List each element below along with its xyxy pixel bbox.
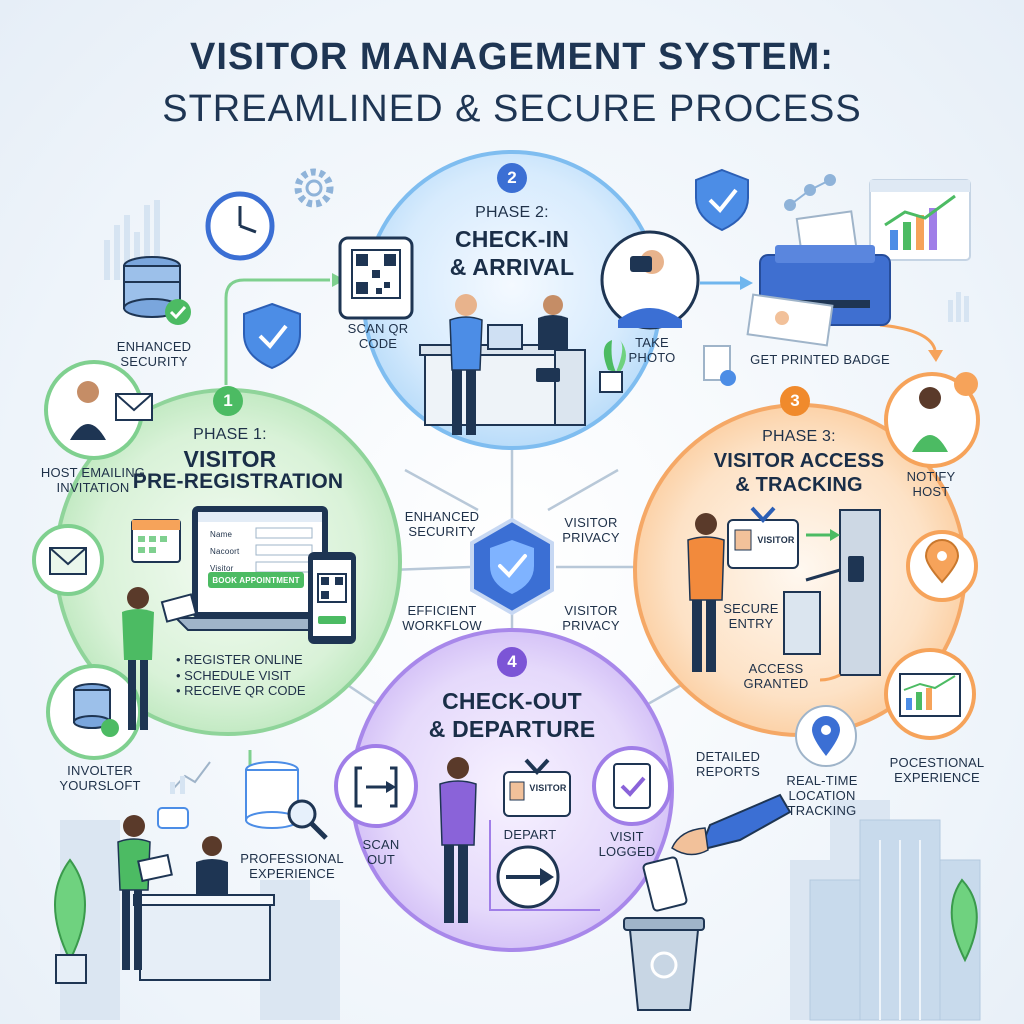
database-icon (123, 256, 191, 325)
label-realtime-location: Real-time location tracking (786, 773, 858, 818)
network-icon (784, 174, 836, 211)
phase-1-name-line1: Visitor (183, 446, 277, 472)
step-scan-out: Scan out (362, 837, 400, 867)
scan-out-icon (334, 744, 418, 828)
camera-icon (600, 230, 700, 330)
phase-2-number: 2 (497, 163, 527, 193)
label-detailed-reports: Detailed reports (695, 749, 761, 779)
visitor-man-phase4 (439, 757, 477, 923)
recycle-bin-icon (623, 917, 705, 1011)
bullet-schedule-visit: Schedule visit (176, 668, 306, 684)
label-notify-host: Notify host (906, 469, 956, 499)
phase-1-number: 1 (213, 386, 243, 416)
host-avatar-email (44, 360, 153, 460)
shield-icon (243, 302, 301, 370)
shield-icon-top (695, 168, 749, 232)
clock-icon (205, 191, 275, 261)
step-visit-logged: Visit logged (598, 829, 656, 859)
form-field-3-label: Visitor (210, 564, 234, 573)
step-scan-qr: Scan QR code (347, 321, 409, 351)
center-label-visitor-privacy-top: Visitor privacy (562, 515, 620, 545)
book-appointment-button[interactable]: Book Appointment (212, 576, 300, 585)
page-subtitle: Streamlined & Secure Process (162, 88, 862, 130)
map-pin-icon (906, 530, 978, 602)
phase-2-name-line1: Check-In (454, 226, 570, 252)
label-enhanced-security: Enhanced security (116, 339, 192, 369)
label-professional-experience: Professional experience (240, 851, 344, 881)
phase-1-label: Phase 1: (193, 426, 267, 443)
checklist-icon (592, 746, 672, 826)
phase-3-label: Phase 3: (762, 428, 836, 445)
database-search-icon (245, 761, 328, 840)
center-label-efficient-workflow: Efficient workflow (402, 603, 482, 633)
phase-3-name-line2: & Tracking (735, 474, 863, 496)
phase-4-badge-text: Visitor (529, 783, 567, 793)
phase-1-name-line2: Pre-Registration (132, 470, 344, 493)
bullet-receive-qr: Receive QR code (176, 683, 305, 699)
plant-icon (54, 858, 978, 984)
database-check-icon (46, 664, 142, 760)
label-get-printed-badge: Get printed badge (750, 352, 890, 367)
dashboard-icon (884, 648, 976, 740)
step-access-granted: Access granted (743, 661, 809, 691)
step-take-photo: Take photo (628, 335, 676, 365)
laptop-icon (173, 506, 347, 631)
qr-code-icon (338, 236, 414, 320)
label-involter: Involter yoursloft (59, 763, 141, 793)
phase-2-label: Phase 2: (475, 204, 549, 221)
trend-chart-icon (170, 761, 211, 794)
phase-3-name-line1: Visitor Access (713, 450, 885, 472)
phase-4-number: 4 (497, 647, 527, 677)
reception-desk (419, 294, 626, 435)
phase-3-number: 3 (780, 386, 810, 416)
exit-arrow-icon (489, 820, 600, 911)
form-field-2-label: Nacoort (210, 547, 240, 556)
center-shield-icon (470, 517, 554, 616)
visitor-man-phase3 (687, 513, 725, 672)
page-title: Visitor Management System: (190, 36, 834, 78)
form-field-name-label: Name (210, 530, 233, 539)
notify-host-avatar (884, 372, 980, 468)
visitor-woman-tablet (122, 587, 198, 730)
label-pocestional-experience: Pocestional experience (889, 755, 985, 785)
step-secure-entry: Secure entry (723, 601, 779, 631)
reception-scene (117, 807, 275, 981)
center-label-visitor-privacy-bottom: Visitor privacy (562, 603, 620, 633)
phase-1-bullet-list: Register online Schedule visit Receive Q… (176, 652, 306, 699)
document-check-icon (703, 345, 736, 386)
phase-4-name-line2: & Departure (428, 716, 596, 742)
label-host-emailing: Host emailing invitation (40, 465, 146, 495)
gear-icon (294, 168, 334, 208)
visitor-badge-phase4 (503, 758, 571, 817)
envelope-icon (32, 524, 104, 596)
badge-icon (727, 506, 799, 569)
bullet-register-online: Register online (176, 652, 306, 668)
printer-icon (746, 210, 891, 347)
step-depart: Depart (503, 827, 557, 842)
calendar-icon (131, 519, 181, 563)
location-pin-icon (795, 705, 857, 767)
phone-icon (308, 552, 356, 644)
hand-badge (642, 793, 792, 912)
phase-3-badge-text: Visitor (757, 535, 795, 545)
background-bar-charts (104, 200, 969, 322)
phase-4-name-line1: Check-Out (442, 688, 582, 714)
phase-2-name-line2: & Arrival (449, 254, 575, 280)
bar-chart-icon (869, 179, 971, 261)
turnstile-icon (783, 509, 881, 682)
center-label-enhanced-security: Enhanced security (404, 509, 480, 539)
